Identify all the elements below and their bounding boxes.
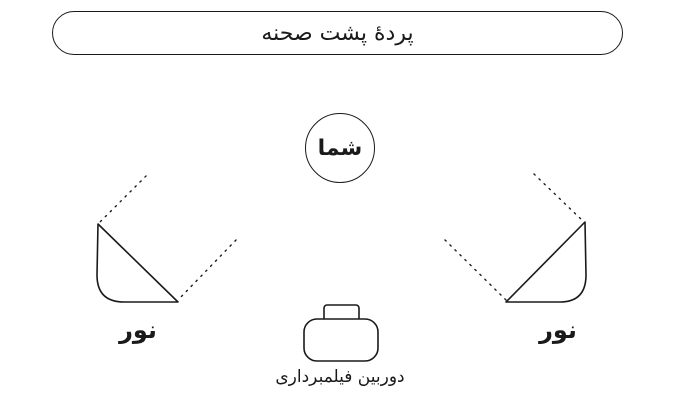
- backdrop-label: پردهٔ پشت صحنه: [261, 20, 414, 46]
- camera-icon: [303, 304, 379, 362]
- light-right-dotted-top: [533, 173, 585, 223]
- light-right-dotted-beam: [444, 239, 507, 301]
- subject-circle: شما: [305, 113, 375, 183]
- light-left-icon: [96, 223, 179, 303]
- subject-label: شما: [317, 135, 363, 161]
- light-left-dotted-top: [97, 175, 147, 225]
- light-right-label: نور: [539, 316, 577, 344]
- light-left-dotted-beam: [177, 239, 237, 301]
- camera-label: دوربین فیلمبرداری: [275, 367, 405, 387]
- backdrop-banner: پردهٔ پشت صحنه: [52, 11, 623, 55]
- light-right-icon: [505, 221, 587, 303]
- light-left-label: نور: [119, 316, 157, 344]
